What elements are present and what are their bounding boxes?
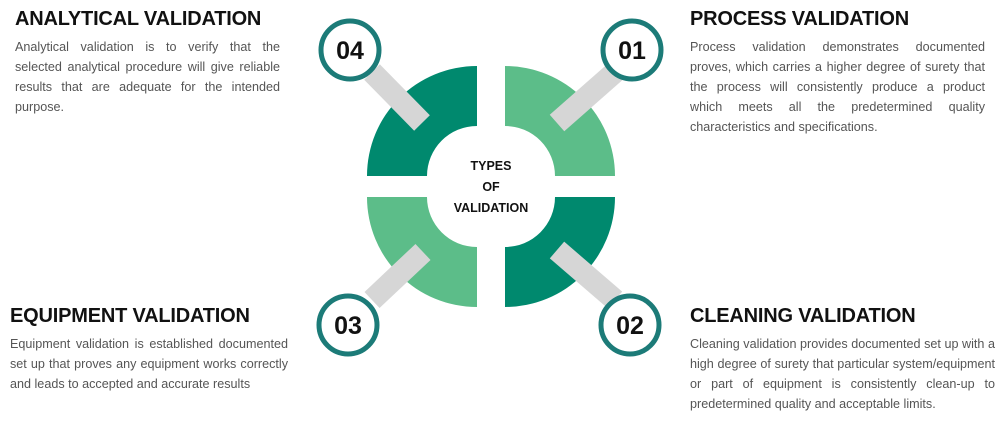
equipment-validation-title: EQUIPMENT VALIDATION — [10, 305, 250, 327]
number-badge-01: 01 — [600, 18, 664, 82]
analytical-validation-title: ANALYTICAL VALIDATION — [15, 8, 262, 30]
cleaning-validation-text: Cleaning validation provides documented … — [690, 337, 995, 411]
analytical-validation-block: ANALYTICAL VALIDATION Analytical validat… — [15, 8, 280, 117]
svg-text:01: 01 — [618, 37, 646, 65]
cleaning-validation-block: CLEANING VALIDATION Cleaning validation … — [690, 305, 995, 414]
connector-04 — [364, 64, 430, 131]
number-badge-03: 03 — [316, 293, 380, 357]
center-label-line3: VALIDATION — [454, 201, 529, 215]
connector-03 — [364, 243, 431, 309]
analytical-validation-text: Analytical validation is to verify that … — [15, 40, 280, 114]
equipment-validation-block: EQUIPMENT VALIDATION Equipment validatio… — [10, 305, 288, 394]
svg-text:03: 03 — [334, 312, 362, 340]
svg-text:02: 02 — [616, 312, 644, 340]
process-validation-text: Process validation demonstrates document… — [690, 40, 985, 134]
number-badge-04: 04 — [318, 18, 382, 82]
connector-02 — [549, 241, 623, 309]
process-validation-block: PROCESS VALIDATION Process validation de… — [690, 8, 985, 137]
svg-text:04: 04 — [336, 37, 364, 65]
connector-01 — [549, 63, 623, 132]
number-badge-02: 02 — [598, 293, 662, 357]
center-label-line1: TYPES — [471, 159, 512, 173]
center-label-line2: OF — [482, 180, 500, 194]
process-validation-title: PROCESS VALIDATION — [690, 8, 910, 30]
cleaning-validation-title: CLEANING VALIDATION — [690, 305, 916, 327]
equipment-validation-text: Equipment validation is established docu… — [10, 337, 288, 391]
